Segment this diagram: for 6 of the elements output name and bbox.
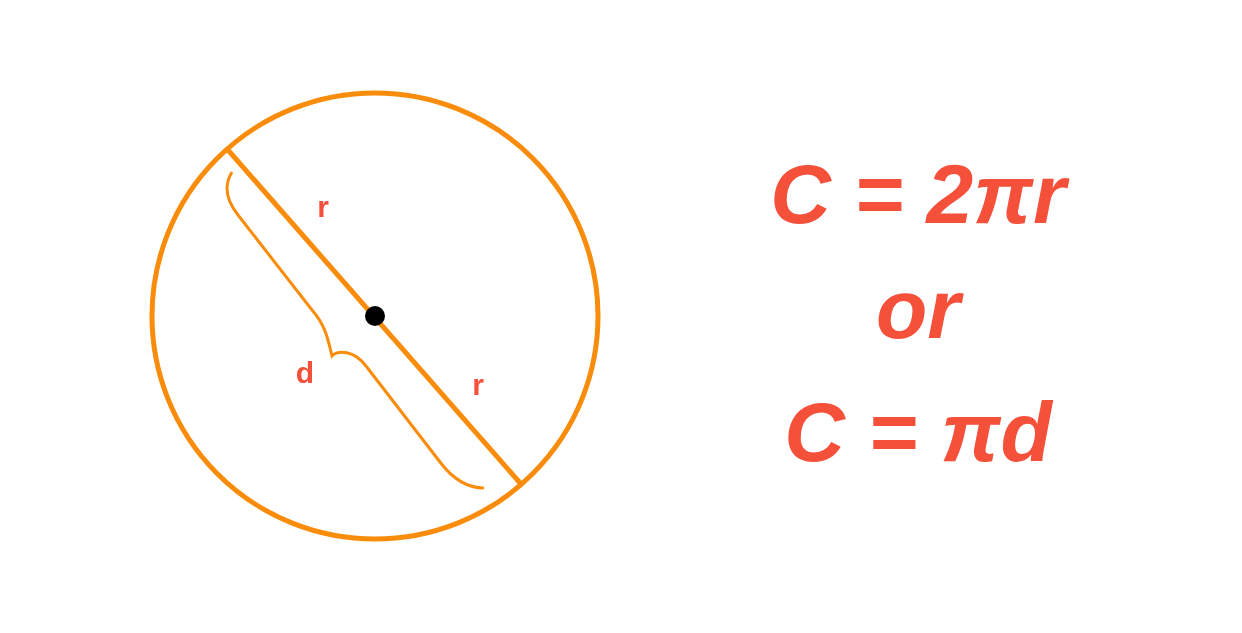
- dimension-label: d: [294, 358, 316, 388]
- dimension-label: r: [316, 192, 330, 222]
- formula-text: C = πd: [783, 390, 1054, 474]
- formula-text: or: [718, 267, 1118, 351]
- dimension-label: r: [471, 370, 485, 400]
- formula-text: C = 2πr: [718, 152, 1118, 236]
